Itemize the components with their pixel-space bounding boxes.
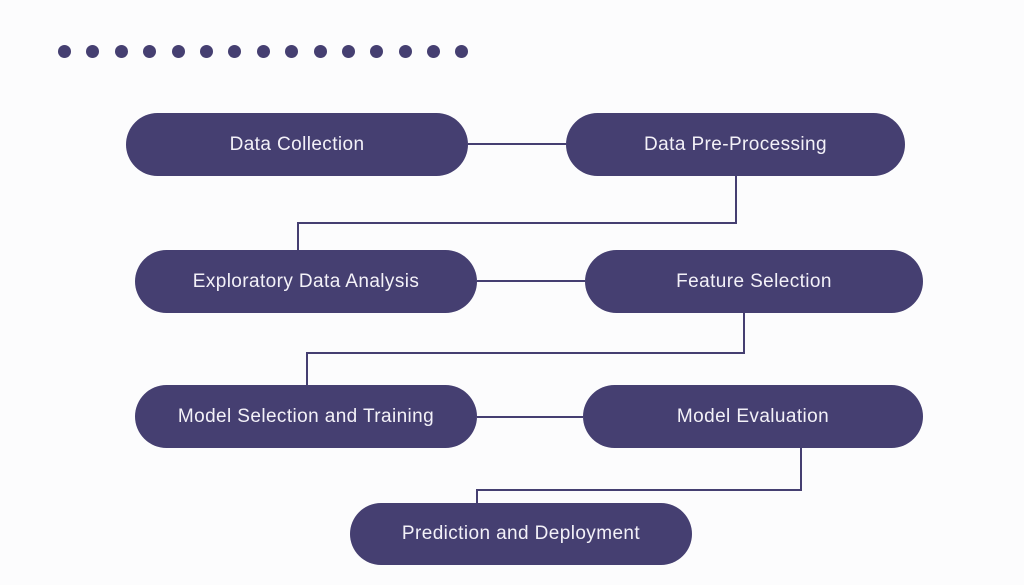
flow-node-feature-selection: Feature Selection xyxy=(585,250,923,313)
decor-dot xyxy=(58,45,71,58)
decor-dot xyxy=(199,45,213,58)
decor-dot xyxy=(427,45,441,58)
flow-node-label: Data Collection xyxy=(229,133,365,155)
flow-node-model-selection-and-training: Model Selection and Training xyxy=(135,385,477,448)
decor-dot xyxy=(398,45,412,58)
decor-dot xyxy=(228,45,242,58)
decor-dot xyxy=(171,45,185,58)
flow-node-data-collection: Data Collection xyxy=(126,113,468,176)
connector-data-pre-processing-to-exploratory-data-analysis xyxy=(297,176,737,250)
connector-feature-selection-to-model-selection-and-training xyxy=(306,313,745,385)
decor-dot xyxy=(370,45,384,58)
decor-dot xyxy=(143,45,157,58)
flow-node-exploratory-data-analysis: Exploratory Data Analysis xyxy=(135,250,477,313)
decor-dot xyxy=(341,45,355,58)
flow-node-model-evaluation: Model Evaluation xyxy=(583,385,923,448)
flow-node-label: Model Evaluation xyxy=(676,405,830,427)
decor-dots-row xyxy=(58,45,469,58)
connector-model-evaluation-to-prediction-and-deployment xyxy=(476,448,802,503)
decor-dot xyxy=(256,45,270,58)
decor-dot xyxy=(86,45,100,58)
flow-node-label: Prediction and Deployment xyxy=(401,523,641,544)
flow-node-label: Exploratory Data Analysis xyxy=(192,270,420,292)
flow-node-label: Feature Selection xyxy=(676,270,832,292)
decor-dot xyxy=(285,45,299,58)
decor-dot xyxy=(455,45,469,58)
flow-node-label: Data Pre-Processing xyxy=(644,133,827,155)
flow-node-data-pre-processing: Data Pre-Processing xyxy=(566,113,905,176)
flow-node-label: Model Selection and Training xyxy=(177,405,435,427)
flow-node-prediction-and-deployment: Prediction and Deployment xyxy=(350,503,692,565)
decor-dot xyxy=(114,45,128,58)
decor-dot xyxy=(313,45,327,58)
